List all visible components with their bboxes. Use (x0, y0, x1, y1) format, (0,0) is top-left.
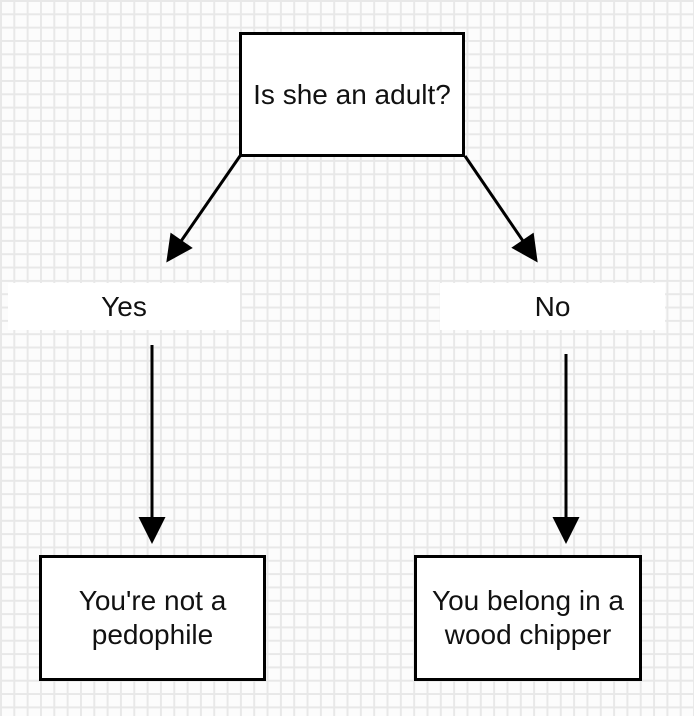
label-yes: Yes (8, 283, 240, 330)
no-text: No (534, 290, 571, 322)
yes-text: Yes (101, 290, 147, 322)
outcome-no-text: You belong in a wood chipper (431, 585, 625, 650)
node-question: Is she an adult? (239, 32, 465, 157)
label-no: No (440, 283, 665, 330)
question-text: Is she an adult? (253, 78, 451, 110)
node-outcome-no: You belong in a wood chipper (414, 555, 642, 681)
edge-question-to-yes-arrow (166, 155, 242, 263)
edge-question-to-no-arrow (463, 155, 538, 263)
node-outcome-yes: You're not a pedophile (39, 555, 266, 681)
outcome-yes-text: You're not a pedophile (78, 585, 227, 650)
